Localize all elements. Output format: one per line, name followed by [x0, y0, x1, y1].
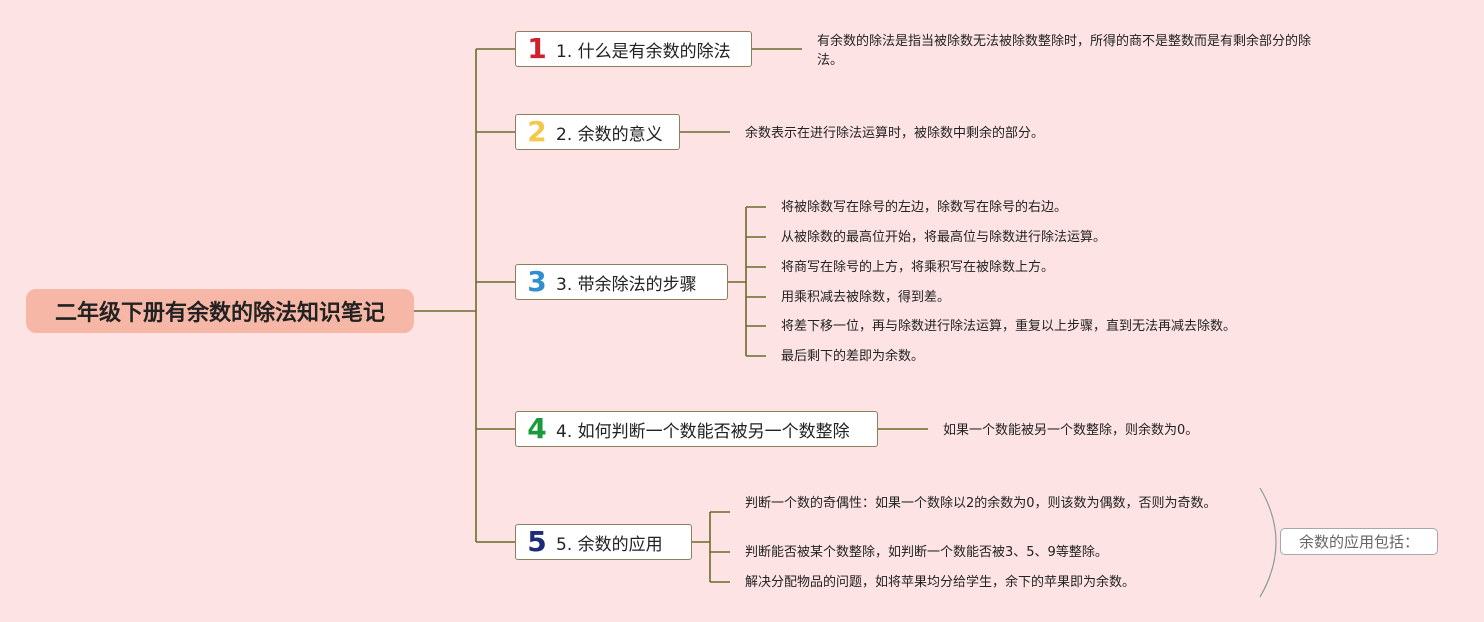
root-topic[interactable]: 二年级下册有余数的除法知识笔记	[26, 289, 414, 333]
branch-4-topic[interactable]: 4 4. 如何判断一个数能否被另一个数整除	[515, 411, 878, 447]
branch-4-title: 4. 如何判断一个数能否被另一个数整除	[556, 421, 850, 442]
branch-2-topic[interactable]: 2 2. 余数的意义	[515, 114, 680, 150]
branch-3-item-3[interactable]: 将商写在除号的上方，将乘积写在被除数上方。	[781, 260, 1055, 275]
branch-3-item-2[interactable]: 从被除数的最高位开始，将最高位与除数进行除法运算。	[781, 230, 1107, 245]
branch-3-item-1[interactable]: 将被除数写在除号的左边，除数写在除号的右边。	[781, 200, 1068, 215]
number-1-icon: 1	[527, 32, 547, 65]
branch-3-topic[interactable]: 3 3. 带余除法的步骤	[515, 264, 728, 300]
branch-4-item-1[interactable]: 如果一个数能被另一个数整除，则余数为0。	[943, 423, 1199, 438]
branch-1-item-1[interactable]: 有余数的除法是指当被除数无法被除数整除时，所得的商不是整数而是有剩余部分的除法。	[817, 34, 1312, 68]
branch-3-item-6[interactable]: 最后剩下的差即为余数。	[781, 349, 925, 364]
branch-5-item-1[interactable]: 判断一个数的奇偶性：如果一个数除以2的余数为0，则该数为偶数，否则为奇数。	[745, 496, 1217, 511]
number-4-icon: 4	[527, 412, 547, 445]
branch-3-item-4[interactable]: 用乘积减去被除数，得到差。	[781, 290, 951, 305]
branch-3-title: 3. 带余除法的步骤	[556, 274, 697, 295]
number-5-icon: 5	[527, 525, 547, 558]
summary-box[interactable]: 余数的应用包括：	[1280, 528, 1438, 555]
number-2-icon: 2	[527, 115, 547, 148]
branch-1-topic[interactable]: 1 1. 什么是有余数的除法	[515, 31, 752, 67]
branch-2-title: 2. 余数的意义	[556, 124, 663, 145]
branch-5-item-2[interactable]: 判断能否被某个数整除，如判断一个数能否被3、5、9等整除。	[745, 545, 1108, 560]
number-3-icon: 3	[527, 265, 547, 298]
branch-2-item-1[interactable]: 余数表示在进行除法运算时，被除数中剩余的部分。	[745, 126, 1045, 141]
branch-3-item-5[interactable]: 将差下移一位，再与除数进行除法运算，重复以上步骤，直到无法再减去除数。	[781, 319, 1237, 334]
branch-5-topic[interactable]: 5 5. 余数的应用	[515, 524, 692, 560]
branch-5-title: 5. 余数的应用	[556, 534, 663, 555]
branch-5-item-3[interactable]: 解决分配物品的问题，如将苹果均分给学生，余下的苹果即为余数。	[745, 575, 1136, 590]
summary-label: 余数的应用包括：	[1298, 533, 1419, 551]
root-title: 二年级下册有余数的除法知识笔记	[54, 301, 385, 326]
branch-1-title: 1. 什么是有余数的除法	[556, 41, 731, 62]
